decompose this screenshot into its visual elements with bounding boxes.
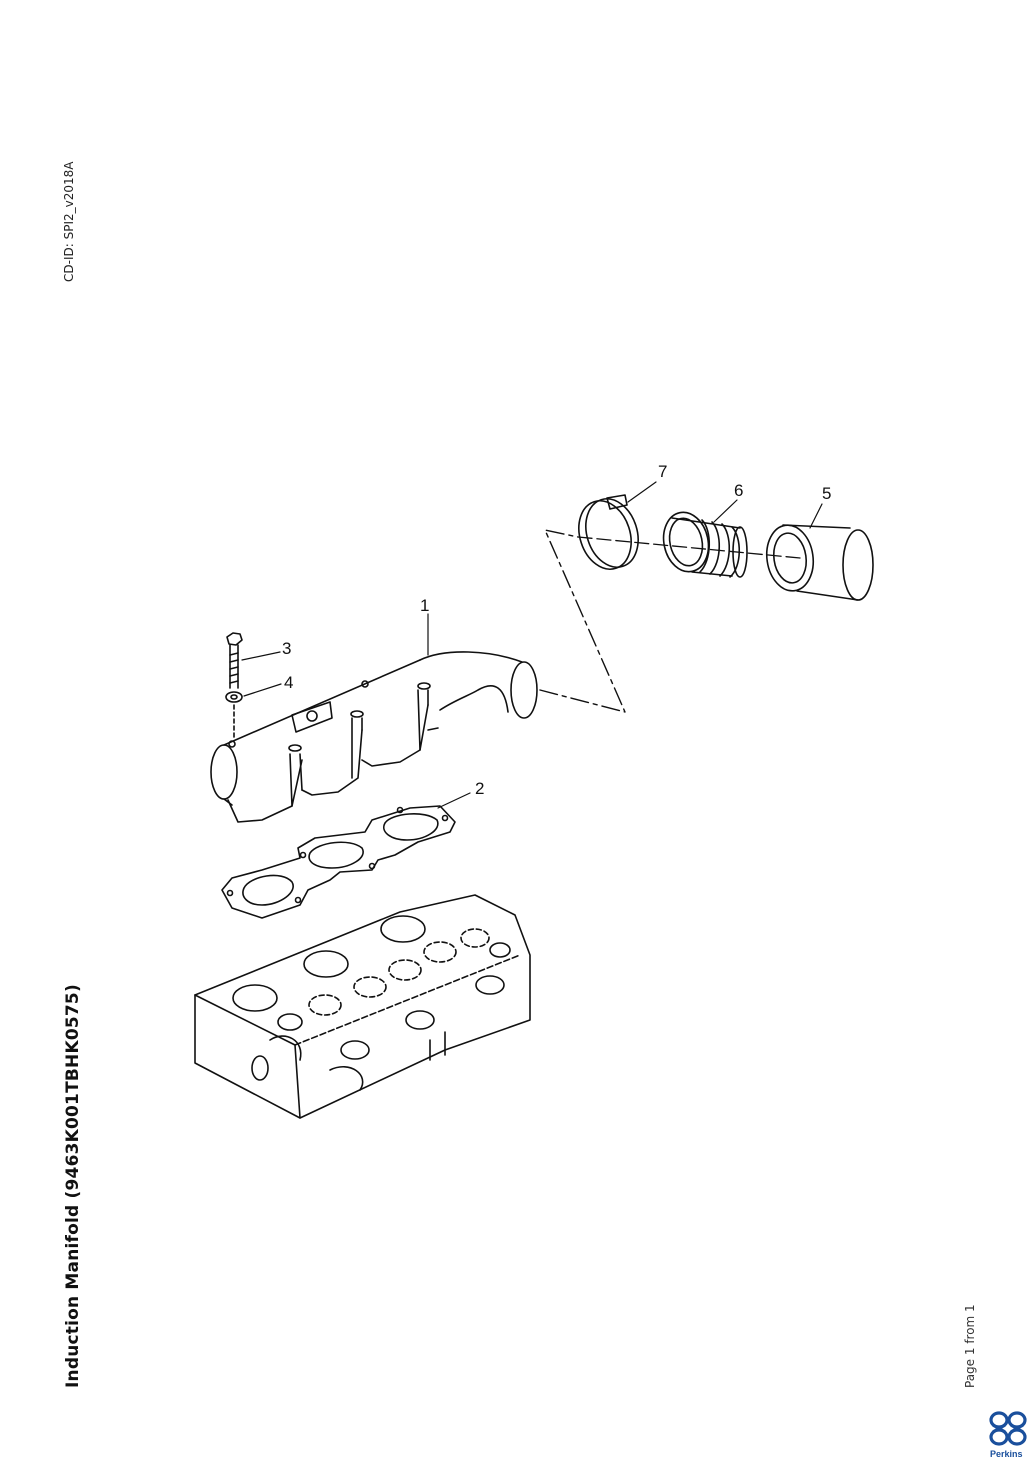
brand-name: Perkins [990,1449,1023,1459]
sleeve-drawing [765,524,874,601]
hose-clip-drawing [578,494,639,570]
cylinder-head-drawing [194,894,531,1119]
gasket-drawing [221,805,456,919]
callout-6: 6 [734,481,743,500]
callout-1: 1 [420,596,429,615]
callout-4: 4 [284,673,293,692]
perkins-logo-icon: Perkins [989,1411,1027,1459]
callout-5: 5 [822,484,831,503]
callout-2: 2 [475,779,484,798]
assembly-leader-line [539,529,626,713]
hose-drawing [662,511,748,578]
manifold-drawing [210,651,538,823]
bolt-drawing [225,632,243,739]
callout-7: 7 [658,462,667,481]
callout-3: 3 [282,639,291,658]
callout-leaders [241,481,823,809]
